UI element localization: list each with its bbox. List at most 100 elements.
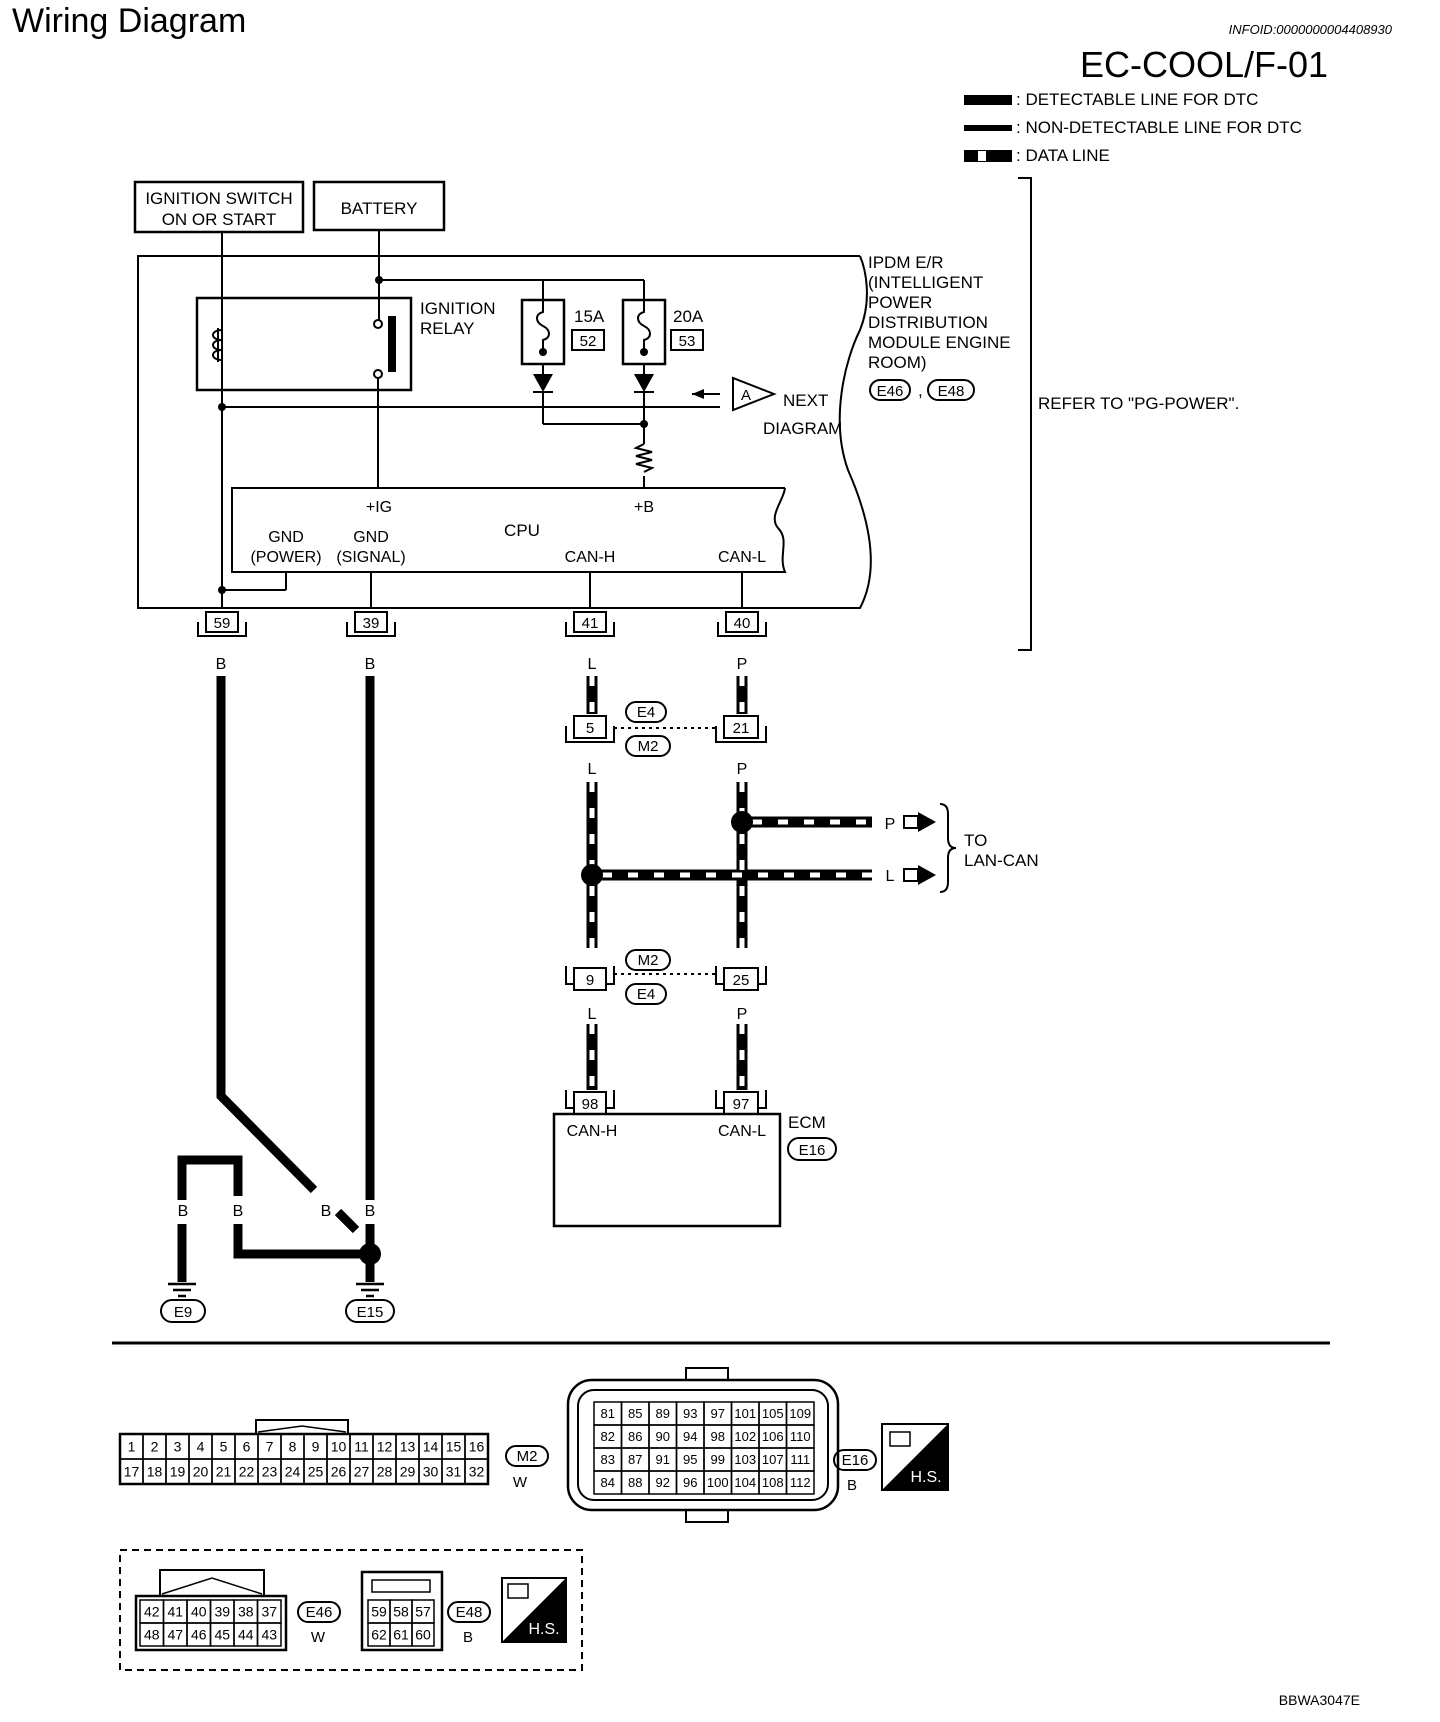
non-detectable-line-swatch: [964, 125, 1012, 131]
pin-cell-number: 47: [167, 1627, 183, 1643]
ignition-switch-label: IGNITION SWITCH: [145, 189, 292, 208]
pin-cell-number: 97: [711, 1406, 725, 1421]
fuse-amp: 15A: [574, 307, 605, 326]
next-label-2: DIAGRAM: [763, 419, 842, 438]
pin-cell-number: 27: [354, 1464, 370, 1480]
pin-cell-number: 88: [628, 1475, 642, 1490]
wire-color: B: [365, 656, 376, 673]
connector-color: B: [463, 1629, 473, 1646]
pin-cell-number: 38: [238, 1604, 254, 1620]
pin-cell-number: 46: [191, 1627, 207, 1643]
pin-cell-number: 101: [734, 1406, 756, 1421]
pin-cell-number: 62: [371, 1627, 387, 1643]
relay-label-2: RELAY: [420, 319, 475, 338]
next-label: NEXT: [783, 391, 828, 410]
junction-dot: [375, 276, 383, 284]
pin-cell-number: 110: [790, 1429, 811, 1444]
pin-cell-number: 98: [711, 1429, 725, 1444]
pin-cell-number: 106: [762, 1429, 784, 1444]
pin-cell-number: 13: [400, 1439, 416, 1455]
legend-detectable: : DETECTABLE LINE FOR DTC: [964, 86, 1302, 114]
ipdm-internal-wires: [221, 230, 720, 591]
ignition-switch-sublabel: ON OR START: [162, 210, 277, 229]
connector-id: E48: [456, 1604, 483, 1621]
wire-color: P: [737, 761, 748, 778]
page-title: Wiring Diagram: [12, 2, 247, 40]
pin-cell-number: 83: [601, 1452, 615, 1467]
pin-cell-number: 105: [762, 1406, 784, 1421]
cpu-label: CPU: [504, 521, 540, 540]
pin-cell-number: 1: [128, 1439, 136, 1455]
pin-40: 40: [717, 611, 767, 637]
pin-cell-number: 41: [167, 1604, 183, 1620]
wire-color: L: [588, 761, 597, 778]
pin-number: 9: [586, 972, 594, 989]
pin-cell-number: 48: [144, 1627, 160, 1643]
wire-color: L: [588, 1006, 597, 1023]
pin-number: 39: [363, 615, 380, 632]
pin-cell-number: 43: [261, 1627, 277, 1643]
pin-cell-number: 59: [371, 1604, 387, 1620]
pin-number: 5: [586, 720, 594, 737]
pin-cell-number: 14: [423, 1439, 439, 1455]
pin-cell-number: 5: [220, 1439, 228, 1455]
info-id: INFOID:0000000004408930: [1228, 22, 1392, 37]
pin-cell-number: 112: [790, 1475, 811, 1490]
pin-cell: [464, 1458, 489, 1485]
legend-non-detectable: : NON-DETECTABLE LINE FOR DTC: [964, 114, 1302, 142]
joint-connector-lower: 9 25 M2 E4: [565, 949, 767, 1005]
pin-cell-number: 25: [308, 1464, 324, 1480]
pin-cell-number: 11: [354, 1439, 369, 1455]
next-diagram-tag: A: [741, 387, 751, 404]
ground-e9: E9: [160, 1282, 206, 1323]
can-h-label: CAN-H: [565, 549, 616, 566]
joint-connector-upper: 5 21 E4 M2: [565, 701, 767, 757]
pin-cell-number: 20: [193, 1464, 209, 1480]
pin-cell: [256, 1622, 282, 1647]
fuse-53: 20A 53: [621, 298, 704, 393]
connector-color: W: [311, 1629, 326, 1646]
pin-cell-number: 45: [214, 1627, 230, 1643]
pin-cell-number: 108: [762, 1475, 784, 1490]
pin-cell-number: 7: [266, 1439, 274, 1455]
pin-cell-number: 16: [469, 1439, 485, 1455]
relay-label: IGNITION: [420, 299, 496, 318]
legend-detectable-label: : DETECTABLE LINE FOR DTC: [1016, 90, 1259, 109]
ground-wires: [177, 676, 375, 1282]
ipdm-label-line: ROOM): [868, 353, 927, 372]
lan-can-to: TO: [964, 831, 987, 850]
pin-cell-number: 89: [656, 1406, 670, 1421]
diagram-code: EC-COOL/F-01: [1079, 44, 1328, 85]
wire-color: B: [216, 656, 227, 673]
pin-cell-number: 57: [415, 1604, 431, 1620]
legend: : DETECTABLE LINE FOR DTC : NON-DETECTAB…: [964, 86, 1302, 170]
pin-cell-number: 10: [331, 1439, 347, 1455]
connector-color: W: [513, 1474, 528, 1491]
pin-number: 97: [733, 1096, 750, 1113]
wire-color: B: [365, 1203, 376, 1220]
pin-label-b: +B: [634, 499, 654, 516]
pin-cell-number: 23: [262, 1464, 278, 1480]
connector-id: E46: [306, 1604, 333, 1621]
joint-tag-e4: E4: [637, 704, 655, 721]
pin-cell-number: 37: [261, 1604, 277, 1620]
can-junction: [581, 864, 603, 886]
pin-cell-number: 28: [377, 1464, 393, 1480]
resistor-icon: [633, 443, 655, 473]
wire-color: L: [588, 656, 597, 673]
pin-cell-number: 18: [147, 1464, 163, 1480]
ignition-switch-box: IGNITION SWITCH ON OR START: [133, 180, 305, 234]
pin-cell-number: 24: [285, 1464, 301, 1480]
pin-cell-number: 100: [707, 1475, 729, 1490]
ecm-label: ECM: [788, 1113, 826, 1132]
pin-cell-number: 109: [789, 1406, 811, 1421]
fuse-number: 52: [580, 333, 597, 350]
pin-cell-number: 30: [423, 1464, 439, 1480]
pin-cell-number: 94: [683, 1429, 697, 1444]
connector-group-dashed: [119, 1549, 583, 1671]
pin-cell-number: 92: [656, 1475, 670, 1490]
gnd-signal-label-2: (SIGNAL): [336, 549, 405, 566]
ipdm-label: IPDM E/R (INTELLIGENT POWER DISTRIBUTION…: [868, 253, 1011, 372]
